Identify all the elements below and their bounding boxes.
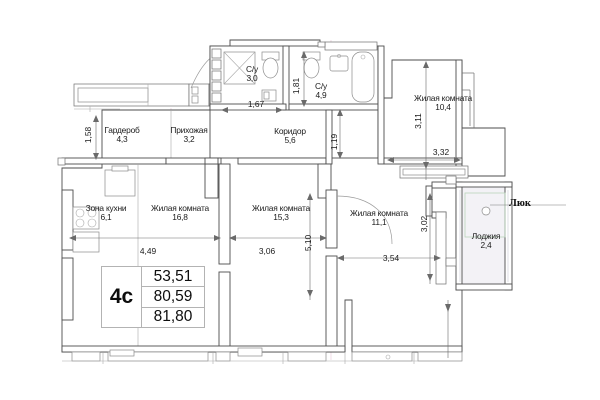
dimension-living-room-15-3-height: 5,10 <box>303 234 313 252</box>
room-name: С/у <box>315 81 327 91</box>
room-name: Жилая комната <box>414 93 472 103</box>
dimension-living-room-10-4-width: 3,32 <box>432 147 450 157</box>
dimension-living-room-10-4-height: 3,11 <box>413 113 423 129</box>
bathroom-block <box>209 41 379 159</box>
dimension-living-room-11-1-width: 3,54 <box>382 253 400 263</box>
dimension-living-room-16-8-width: 4,49 <box>139 246 157 256</box>
loggia-block <box>425 175 566 291</box>
room-area: 3,0 <box>246 72 258 83</box>
room-area: 15,3 <box>273 211 289 222</box>
area-total-with-loggia: 81,80 <box>153 308 193 326</box>
dimension-bathroom-1-width: 1,67 <box>247 99 265 109</box>
room-label-living-room-11-1: Жилая комната 11,1 <box>350 209 408 227</box>
room-area: 4,9 <box>315 89 327 100</box>
room-label-living-room-10-4: Жилая комната 10,4 <box>414 94 472 112</box>
room-label-living-room-16-8: Жилая комната 16,8 <box>151 204 209 222</box>
hatch-label: Люк <box>509 198 531 209</box>
interior-partitions-upper <box>57 109 333 199</box>
room-name: Жилая комната <box>151 203 209 213</box>
room-name: Гардероб <box>104 125 140 135</box>
area-living: 53,51 <box>142 267 204 288</box>
dimension-living-room-11-1-height: 3,02 <box>419 215 429 233</box>
room-name: Коридор <box>274 126 306 136</box>
room-label-bathroom-2: С/у 4,9 <box>315 82 327 100</box>
room-area: 2,4 <box>480 239 492 250</box>
room-name: Лоджия <box>471 231 501 241</box>
room-area: 16,8 <box>172 211 188 222</box>
bottom-windows <box>61 300 463 364</box>
area-values: 53,51 80,59 81,80 <box>142 267 204 327</box>
kitchen-fixtures <box>72 165 136 253</box>
apartment-code: 4с <box>102 267 142 327</box>
dimension-lines <box>69 51 461 300</box>
room-area: 3,2 <box>183 133 195 144</box>
area-total: 80,59 <box>142 287 204 308</box>
room-label-wardrobe: Гардероб 4,3 <box>104 126 139 144</box>
living-room-10-4-walls <box>377 45 475 179</box>
room-name: Жилая комната <box>350 208 408 218</box>
room-name: Зона кухни <box>85 203 127 213</box>
room-label-corridor: Коридор 5,6 <box>274 127 306 145</box>
room-area: 6,1 <box>100 211 112 222</box>
room-name: Прихожая <box>170 125 208 135</box>
room-label-living-room-15-3: Жилая комната 15,3 <box>252 204 310 222</box>
room-area: 4,3 <box>116 133 128 144</box>
dimension-bathroom-2-height: 1,81 <box>291 77 301 95</box>
room-label-bathroom-1: С/у 3,0 <box>246 65 258 83</box>
dimension-corridor-height: 1,19 <box>329 133 339 151</box>
room-area: 5,6 <box>284 134 296 145</box>
area-summary-table: 4с 53,51 80,59 81,80 <box>101 266 205 328</box>
dimension-wardrobe-height: 1,58 <box>83 126 93 144</box>
room-name: Жилая комната <box>252 203 310 213</box>
room-area: 11,1 <box>371 216 387 227</box>
room-area: 10,4 <box>435 101 451 112</box>
dimension-living-room-15-3-width: 3,06 <box>258 246 276 256</box>
room-label-hallway: Прихожая 3,2 <box>170 126 207 144</box>
room-label-kitchen-zone: Зона кухни 6,1 <box>86 204 127 222</box>
room-label-loggia: Лоджия 2,4 <box>471 231 501 250</box>
room-name: С/у <box>246 64 258 74</box>
